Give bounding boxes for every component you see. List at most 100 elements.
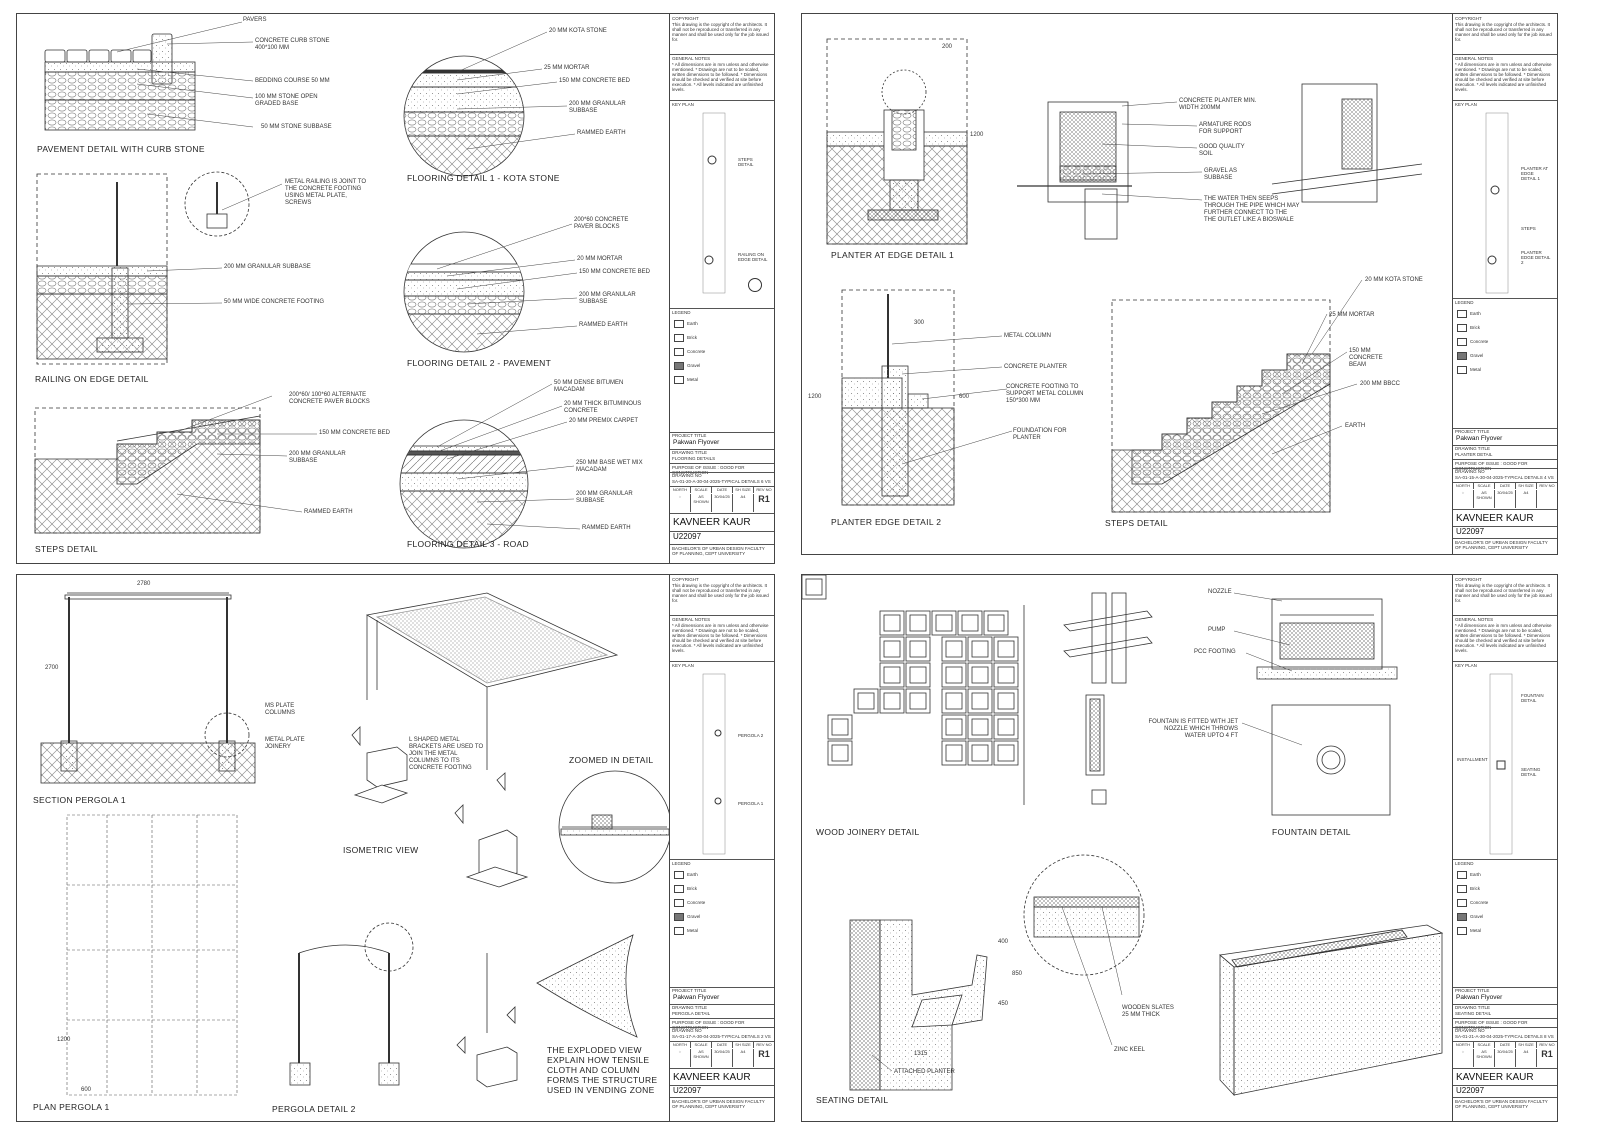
caption-steps-detail: STEPS DETAIL xyxy=(35,544,98,554)
isometric-pergola xyxy=(351,592,619,888)
date-value: 30/04/25 xyxy=(711,494,732,512)
caption-planter-edge-1: PLANTER AT EDGE DETAIL 1 xyxy=(831,250,955,260)
label-concrete-footing: 50 MM WIDE CONCRETE FOOTING xyxy=(224,299,325,305)
pergola-drawing xyxy=(40,592,670,1096)
north-arrow-icon xyxy=(748,278,762,292)
title-block: COPYRIGHT This drawing is the copyright … xyxy=(669,575,774,1121)
label-steps-rammed-earth: RAMMED EARTH xyxy=(304,509,353,515)
label-steps-granular: 200 MM GRANULAR SUBBASE xyxy=(289,451,346,464)
date-value: 30/04/25 xyxy=(711,1049,732,1067)
drawing-title: PLANTER DETAIL xyxy=(1455,452,1493,457)
dim-2780: 2780 xyxy=(137,581,151,587)
keyplan-label-planter-1: PLANTER AT EDGE DETAIL 1 xyxy=(1521,166,1549,181)
north-arrow-icon: ◌ xyxy=(678,1049,682,1054)
col-rev: REV NO xyxy=(753,1042,774,1048)
col-date: DATE xyxy=(711,1042,732,1048)
drawing-no-heading: DRAWING NO xyxy=(1455,1028,1485,1033)
label-ms-plate-columns: MS PLATE COLUMNS xyxy=(265,703,296,716)
date-value: 30/04/25 xyxy=(1494,490,1515,508)
legend-brick: Brick xyxy=(1457,324,1480,332)
notes-heading: GENERAL NOTES xyxy=(672,617,711,622)
dim-400: 400 xyxy=(998,939,1009,945)
label-pave-concrete-bed: 150 MM CONCRETE BED xyxy=(579,269,651,275)
drawing-no: SA-01-21-A-30-04-2025-TYPICAL DETAILS 8 … xyxy=(1455,1034,1554,1039)
label-concrete-beam: 150 MM CONCRETE BEAM xyxy=(1349,348,1383,368)
notes-text: * All dimensions are in mm unless and ot… xyxy=(672,62,769,92)
legend-metal: Metal xyxy=(1457,927,1481,935)
label-planter-min-width: CONCRETE PLANTER MIN. WIDTH 200MM xyxy=(1179,98,1257,111)
legend-metal: Metal xyxy=(1457,366,1481,374)
rev-value: R1 xyxy=(753,1049,774,1067)
label-kota-stone: 20 MM KOTA STONE xyxy=(549,28,607,34)
legend-metal: Metal xyxy=(674,927,698,935)
legend-gravel: Gravel xyxy=(674,362,700,370)
pavement-curb-detail xyxy=(44,33,196,131)
caption-planter-edge-2: PLANTER EDGE DETAIL 2 xyxy=(831,517,942,527)
caption-fountain: FOUNTAIN DETAIL xyxy=(1272,827,1351,837)
col-scale: SCALE xyxy=(690,1042,711,1048)
label-railing-granular: 200 MM GRANULAR SUBBASE xyxy=(224,264,311,270)
copyright-text: This drawing is the copyright of the arc… xyxy=(1455,583,1552,603)
drawing-no-heading: DRAWING NO xyxy=(672,473,702,478)
drawing-no: SA-01-17-A-30-04-2025-TYPICAL DETAILS 2 … xyxy=(672,1034,771,1039)
section-pergola-1 xyxy=(40,592,256,784)
label-kota-concrete-bed: 150 MM CONCRETE BED xyxy=(559,78,631,84)
copyright-heading: COPYRIGHT xyxy=(672,16,699,21)
notes-text: * All dimensions are in mm unless and ot… xyxy=(672,623,769,653)
label-armature-rods: ARMATURE RODS FOR SUPPORT xyxy=(1199,122,1252,135)
legend-brick: Brick xyxy=(1457,885,1480,893)
dim-600: 600 xyxy=(81,1087,92,1093)
caption-zoomed-detail: ZOOMED IN DETAIL xyxy=(569,755,654,765)
rev-value: R1 xyxy=(1536,1049,1557,1067)
seating-zoom-detail xyxy=(1023,854,1145,976)
exploded-view-tensile xyxy=(456,934,638,1088)
title-block: COPYRIGHT This drawing is the copyright … xyxy=(1452,575,1557,1121)
planter-drawing xyxy=(826,38,1423,513)
wood-joinery-modules xyxy=(802,575,1025,805)
keyplan-drawing xyxy=(702,673,726,855)
col-north: NORTH xyxy=(1455,1042,1471,1047)
notes-text: * All dimensions are in mm unless and ot… xyxy=(1455,623,1552,653)
keyplan-drawing xyxy=(1485,112,1509,294)
col-north: NORTH xyxy=(672,1042,688,1047)
legend-concrete: Concrete xyxy=(1457,899,1488,907)
sheet-size-value: A4 xyxy=(732,1049,753,1067)
seating-drawing xyxy=(802,575,1444,1097)
label-planter-footing: CONCRETE FOOTING TO SUPPORT METAL COLUMN… xyxy=(1006,384,1084,404)
scale-value: AS SHOWN xyxy=(690,1049,711,1067)
dim-300: 300 xyxy=(914,320,925,326)
plan-pergola-1 xyxy=(66,814,238,1096)
label-steps-mortar: 25 MM MORTAR xyxy=(1329,312,1375,318)
label-zinc-keel: ZINC KEEL xyxy=(1114,1047,1146,1053)
institute: BACHELOR'S OF URBAN DESIGN FACULTY OF PL… xyxy=(672,1099,765,1109)
caption-pavement: FLOORING DETAIL 2 - PAVEMENT xyxy=(407,358,552,368)
label-metal-column: METAL COLUMN xyxy=(1004,333,1052,339)
col-date: DATE xyxy=(711,487,732,493)
sheet-size-value: A4 xyxy=(1515,1049,1536,1067)
label-concrete-planter: CONCRETE PLANTER xyxy=(1004,364,1068,370)
project-heading: PROJECT TITLE xyxy=(1455,429,1490,434)
label-bituminous-concrete: 20 MM THICK BITUMINOUS CONCRETE xyxy=(564,401,642,414)
label-water-seeps: THE WATER THEN SEEPS THROUGH THE PIPE WH… xyxy=(1204,196,1300,223)
col-north: NORTH xyxy=(1455,483,1471,488)
legend-concrete: Concrete xyxy=(674,348,705,356)
keyplan-drawing xyxy=(1489,673,1513,855)
keyplan-heading: KEY PLAN xyxy=(1455,663,1477,668)
keyplan-label-steps: STEPS DETAIL xyxy=(738,157,754,167)
zoomed-detail-pergola xyxy=(558,770,670,884)
exploded-view-note: THE EXPLODED VIEW EXPLAIN HOW TENSILE CL… xyxy=(547,1045,658,1095)
legend-earth: Earth xyxy=(674,320,698,328)
kota-stone-detail xyxy=(403,55,525,177)
keyplan-drawing xyxy=(702,112,726,294)
copyright-heading: COPYRIGHT xyxy=(672,577,699,582)
dim-1200: 1200 xyxy=(57,1037,71,1043)
copyright-text: This drawing is the copyright of the arc… xyxy=(672,583,769,603)
drawing-no-heading: DRAWING NO xyxy=(1455,469,1485,474)
label-earth: EARTH xyxy=(1345,423,1366,429)
caption-railing-edge: RAILING ON EDGE DETAIL xyxy=(35,374,149,384)
scale-value: AS SHOWN xyxy=(690,494,711,512)
keyplan-label-railing: RAILING ON EDGE DETAIL xyxy=(738,252,768,262)
keyplan-label-steps: STEPS xyxy=(1521,226,1536,231)
legend-concrete: Concrete xyxy=(674,899,705,907)
caption-pergola-detail-2: PERGOLA DETAIL 2 xyxy=(272,1104,356,1114)
